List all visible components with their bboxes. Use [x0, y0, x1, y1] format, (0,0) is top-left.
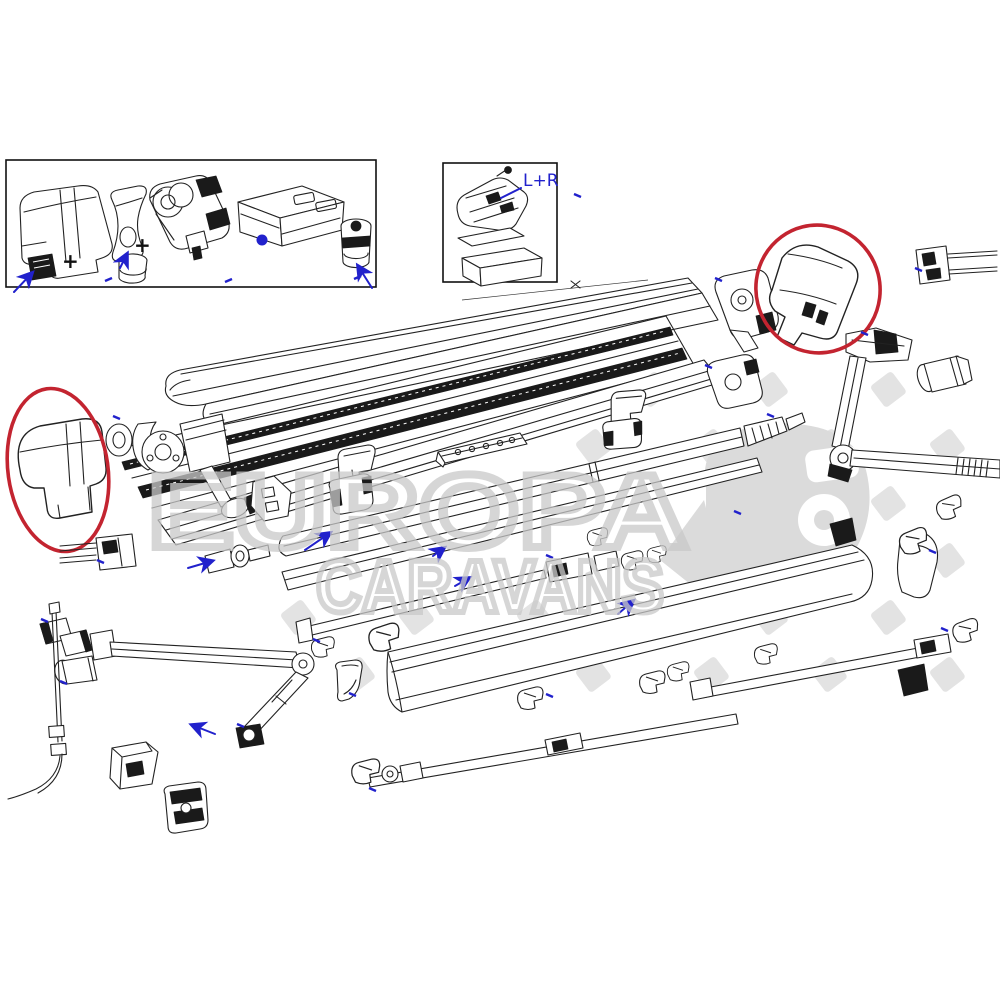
- highlight-circle-left: [5, 386, 111, 554]
- watermark-line1: EUROPA: [148, 454, 688, 570]
- wall-bracket-part: [456, 166, 529, 231]
- watermark-diamond: [868, 483, 909, 524]
- small-clamp-part: [163, 781, 209, 834]
- tension-rafter-rear: [689, 617, 980, 701]
- bracket-block-part: [461, 247, 543, 287]
- inset-box-1-border: [5, 159, 377, 288]
- mounting-plate: [250, 475, 292, 522]
- left-bracket-with-rods: [59, 533, 137, 571]
- gear-bracket-lower: [706, 354, 763, 409]
- adapter-cylinder-part: [340, 218, 372, 269]
- roller-motor-head: [743, 412, 806, 447]
- clip: [666, 661, 690, 682]
- awning-case-lid: [164, 277, 719, 428]
- inset-box-bracket-lr: L+R: [442, 162, 559, 287]
- fore-arm: [849, 449, 1000, 479]
- rafter-foot-dark: [897, 663, 929, 697]
- watermark-diamond: [868, 597, 909, 638]
- fabric-clamp-left: [328, 444, 376, 515]
- square-bracket-part: [109, 741, 159, 790]
- clip: [517, 686, 544, 711]
- leader-line: [461, 279, 649, 301]
- blue-dot-marker: [256, 234, 268, 246]
- left-spring-arm: [39, 617, 315, 749]
- bracket-plate-part: [457, 227, 525, 247]
- left-endcap-part: [17, 418, 107, 519]
- right-endcap-part: [768, 244, 859, 346]
- watermark-diamond: [868, 369, 909, 410]
- left-right-label: L+R: [523, 171, 559, 191]
- plus-sign-1: +: [62, 249, 79, 273]
- plus-sign-2: +: [134, 233, 151, 257]
- rod-bracket-part: [915, 245, 998, 285]
- crank-rod: [7, 601, 67, 800]
- clamp-bracket-part: [110, 185, 147, 262]
- fabric-clamp-right: [602, 389, 647, 450]
- roof-bracket: [435, 432, 528, 468]
- arm-cylinder-right: [916, 355, 973, 393]
- tension-rafter-front: [351, 713, 739, 788]
- small-cylinder-part: [118, 253, 148, 284]
- rail-clamp-dark: [829, 517, 857, 547]
- clip: [639, 670, 666, 695]
- watermark-diamond: [927, 654, 968, 695]
- blue-assembly-arrows: [13, 250, 637, 739]
- clip: [753, 643, 778, 665]
- lr-leader-line: [500, 187, 522, 199]
- clip: [934, 493, 965, 522]
- blue-tick-markers: [40, 192, 949, 793]
- motor-gearbox-part: [149, 175, 231, 261]
- control-box-part: [237, 185, 345, 247]
- inset-box-accessories: + +: [5, 159, 377, 288]
- corner-cover: [335, 659, 363, 702]
- right-spring-arm: [827, 327, 1000, 483]
- fixation-plate-part: [27, 253, 57, 281]
- watermark-line2: CARAVANS: [316, 545, 664, 628]
- watermark-text: EUROPA CARAVANS: [144, 450, 692, 631]
- gear-bracket-upper: [714, 269, 779, 353]
- support-cane-tube: [295, 545, 667, 644]
- roller-tube: [278, 412, 806, 557]
- awning-fabric-sheet: [281, 457, 763, 591]
- highlight-circle-right: [754, 223, 882, 355]
